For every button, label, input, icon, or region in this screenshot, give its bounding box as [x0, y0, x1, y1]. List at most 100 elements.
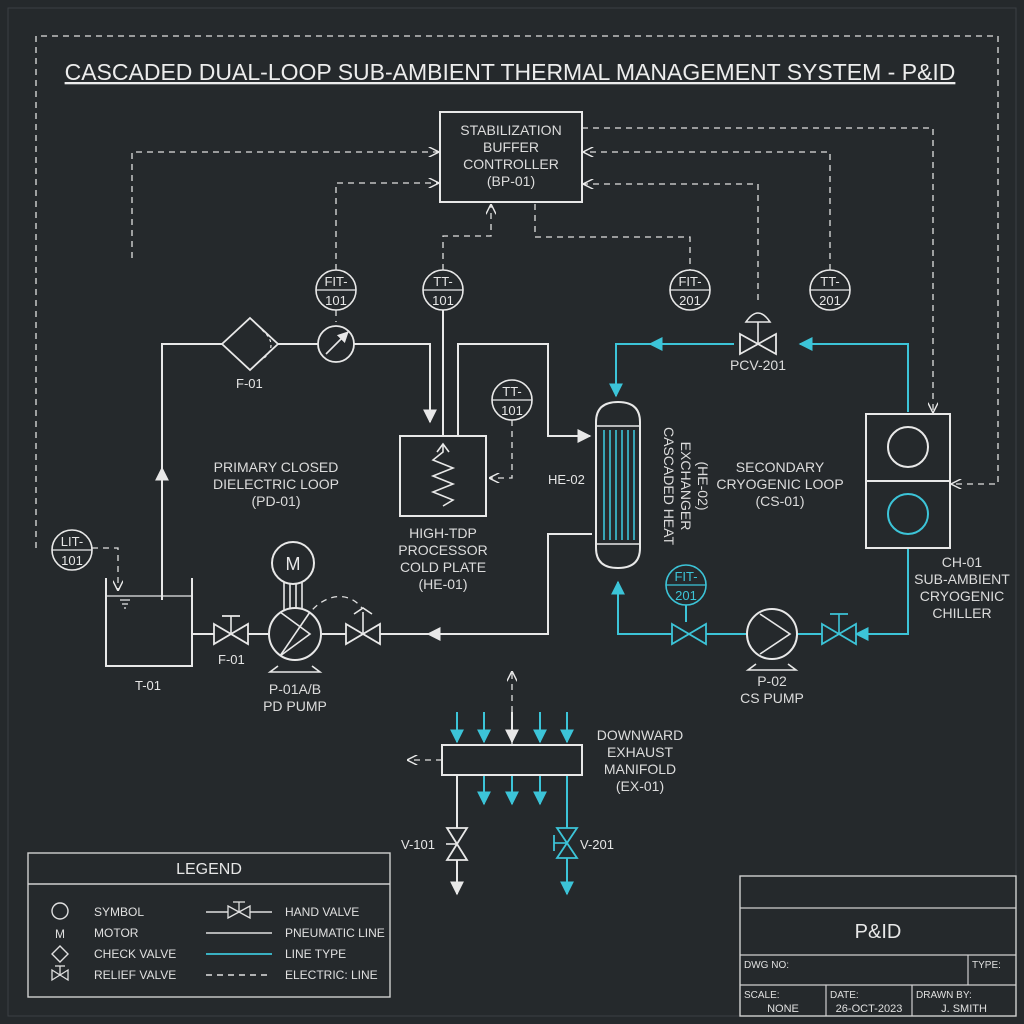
pump-p-01[interactable] — [269, 580, 321, 672]
tt-101-tag-a: TT- — [433, 274, 453, 289]
type-label: TYPE: — [972, 960, 1001, 971]
legend-relief-valve-icon — [52, 966, 68, 980]
fit-101-tag-b: 101 — [325, 293, 347, 308]
stabilization-buffer-controller[interactable]: STABILIZATION BUFFER CONTROLLER (BP-01) — [440, 112, 582, 202]
hx-vertical-1: CASCADED HEAT — [661, 427, 677, 545]
controller-line-1: STABILIZATION — [460, 122, 561, 138]
tt-101b-tag-a: TT- — [502, 384, 522, 399]
date-label: DATE: — [830, 990, 859, 1001]
secondary-loop-label-1: SECONDARY — [736, 459, 825, 475]
chiller-ch-01[interactable] — [866, 414, 950, 548]
tt-201-tag-b: 201 — [819, 293, 841, 308]
he02-label: HE-02 — [548, 472, 585, 487]
relief-valve-secondary[interactable] — [822, 614, 856, 644]
instrument-lit-101[interactable]: LIT- 101 — [52, 530, 92, 570]
hx-vertical-2: EXCHANGER — [678, 442, 694, 531]
v201-label: V-201 — [580, 837, 614, 852]
chiller-label-4: CHILLER — [932, 605, 991, 621]
controller-line-3: CONTROLLER — [463, 156, 559, 172]
scale-label: SCALE: — [744, 990, 780, 1001]
fit-201b-tag-a: FIT- — [674, 569, 697, 584]
title-block-heading: P&ID — [855, 921, 902, 943]
legend-title: LEGEND — [176, 861, 242, 878]
cold-plate-label-3: COLD PLATE — [400, 559, 486, 575]
relief-valve-primary[interactable] — [346, 608, 380, 644]
date-value: 26-OCT-2023 — [836, 1003, 903, 1015]
tt-101b-tag-b: 101 — [501, 403, 523, 418]
instrument-tt-201[interactable]: TT- 201 — [810, 270, 850, 310]
valve-v-101[interactable] — [446, 828, 467, 860]
legend: LEGEND M SYMBOL MOTOR CHECK VALVE RELIEF… — [28, 853, 390, 997]
title-block: P&ID DWG NO: TYPE: SCALE: NONE DATE: 26-… — [740, 876, 1016, 1016]
fit-201-tag-a: FIT- — [678, 274, 701, 289]
legend-right-3: LINE TYPE — [285, 947, 346, 961]
lit-101-tag-b: 101 — [61, 553, 83, 568]
legend-right-1: HAND VALVE — [285, 905, 359, 919]
instrument-tt-101-right[interactable]: TT- 101 — [492, 380, 532, 420]
drawn-by-value: J. SMITH — [941, 1003, 987, 1015]
tt-101-tag-b: 101 — [432, 293, 454, 308]
primary-loop-label-3: (PD-01) — [251, 493, 300, 509]
check-valve-secondary[interactable] — [672, 624, 706, 644]
legend-right-2: PNEUMATIC LINE — [285, 926, 385, 940]
heat-exchanger-he-02[interactable] — [596, 402, 640, 568]
instrument-fit-101[interactable]: FIT- 101 — [316, 270, 356, 310]
exhaust-label-2: EXHAUST — [607, 744, 674, 760]
pcv-label: PCV-201 — [730, 357, 786, 373]
legend-motor-glyph: M — [55, 927, 65, 941]
controller-line-2: BUFFER — [483, 139, 539, 155]
v101-label: V-101 — [401, 837, 435, 852]
legend-left-1: SYMBOL — [94, 905, 144, 919]
tank-t-01[interactable] — [106, 578, 192, 666]
legend-symbol-icon — [52, 903, 68, 919]
tank-label: T-01 — [135, 678, 161, 693]
legend-check-valve-icon — [52, 946, 68, 962]
legend-hand-valve-icon — [206, 902, 272, 918]
motor-letter: M — [286, 554, 301, 574]
hand-valve-f-01[interactable] — [214, 616, 248, 644]
filter-label: F-01 — [236, 376, 263, 391]
primary-loop-label-2: DIELECTRIC LOOP — [213, 476, 339, 492]
exhaust-manifold-ex-01[interactable] — [442, 745, 582, 775]
exhaust-label-4: (EX-01) — [616, 778, 664, 794]
legend-left-2: MOTOR — [94, 926, 139, 940]
secondary-loop-label-3: (CS-01) — [755, 493, 804, 509]
legend-left-4: RELIEF VALVE — [94, 968, 176, 982]
fit-201b-tag-b: 201 — [675, 588, 697, 603]
pump-p-02[interactable] — [747, 609, 797, 670]
control-valve-pcv-201[interactable] — [740, 313, 776, 354]
filter-f-01[interactable] — [222, 318, 278, 370]
instrument-fit-201-top[interactable]: FIT- 201 — [670, 270, 710, 310]
fit-201-tag-b: 201 — [679, 293, 701, 308]
pump1-label-1: P-01A/B — [269, 681, 321, 697]
motor-icon[interactable]: M — [272, 542, 314, 584]
chiller-label-3: CRYOGENIC — [920, 588, 1005, 604]
dwg-no-label: DWG NO: — [744, 960, 789, 971]
pump2-label-2: CS PUMP — [740, 690, 804, 706]
fit-101-tag-a: FIT- — [324, 274, 347, 289]
legend-left-3: CHECK VALVE — [94, 947, 176, 961]
instrument-fit-201-bottom[interactable]: FIT- 201 — [666, 565, 706, 605]
lit-101-tag-a: LIT- — [61, 534, 83, 549]
cold-plate-he-01[interactable] — [400, 436, 486, 516]
hx-vertical-label: CASCADED HEAT EXCHANGER (HE-02) — [661, 427, 711, 545]
drawn-by-label: DRAWN BY: — [916, 990, 972, 1001]
exhaust-label-3: MANIFOLD — [604, 761, 676, 777]
instrument-tt-101-top[interactable]: TT- 101 — [423, 270, 463, 310]
cold-plate-label-1: HIGH-TDP — [409, 525, 477, 541]
secondary-loop-lines — [457, 344, 908, 894]
controller-line-4: (BP-01) — [487, 173, 535, 189]
cold-plate-label-2: PROCESSOR — [398, 542, 487, 558]
flow-gauge-icon[interactable] — [318, 326, 354, 362]
valve-v-201[interactable] — [554, 828, 577, 858]
primary-loop-label-1: PRIMARY CLOSED — [214, 459, 339, 475]
pump1-label-2: PD PUMP — [263, 698, 327, 714]
secondary-loop-label-2: CRYOGENIC LOOP — [716, 476, 843, 492]
hand-valve-label: F-01 — [218, 652, 245, 667]
hx-vertical-3: (HE-02) — [695, 461, 711, 510]
tt-201-tag-a: TT- — [820, 274, 840, 289]
cold-plate-label-4: (HE-01) — [418, 576, 467, 592]
pump2-label-1: P-02 — [757, 673, 787, 689]
chiller-label-2: SUB-AMBIENT — [914, 571, 1010, 587]
